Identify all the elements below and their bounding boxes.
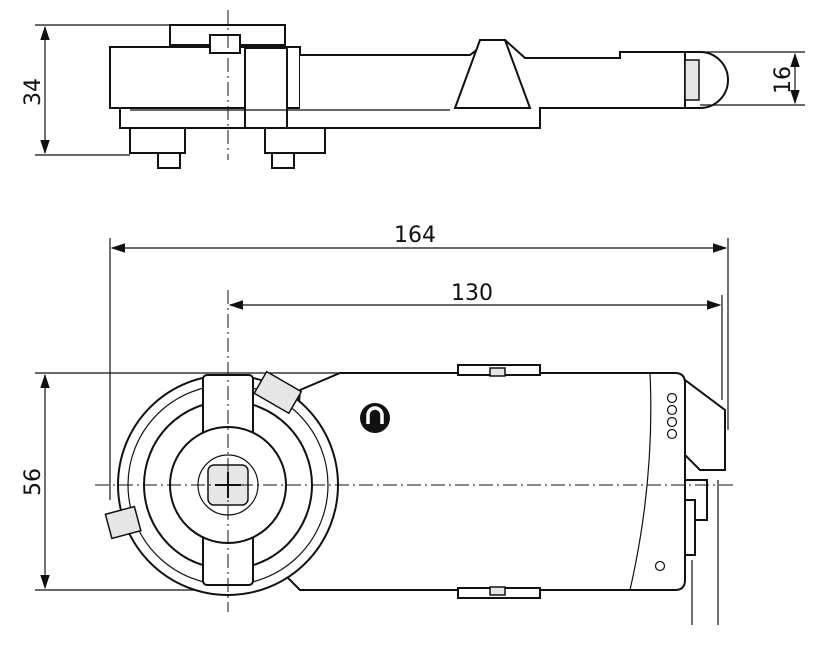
- magnet-icon: [360, 403, 390, 433]
- dimension-label-164: 164: [394, 223, 436, 248]
- dimension-label-34: 34: [21, 78, 46, 106]
- dimension-label-16: 16: [771, 66, 796, 94]
- side-view: [109, 10, 729, 169]
- dimension-label-130: 130: [451, 281, 493, 306]
- top-view: [95, 290, 735, 625]
- dimension-164: 164: [109, 223, 729, 500]
- dimension-34: 34: [21, 24, 170, 156]
- dimension-16: 16: [700, 51, 805, 106]
- dimension-label-56: 56: [21, 468, 46, 496]
- dimension-130: 130: [228, 281, 723, 400]
